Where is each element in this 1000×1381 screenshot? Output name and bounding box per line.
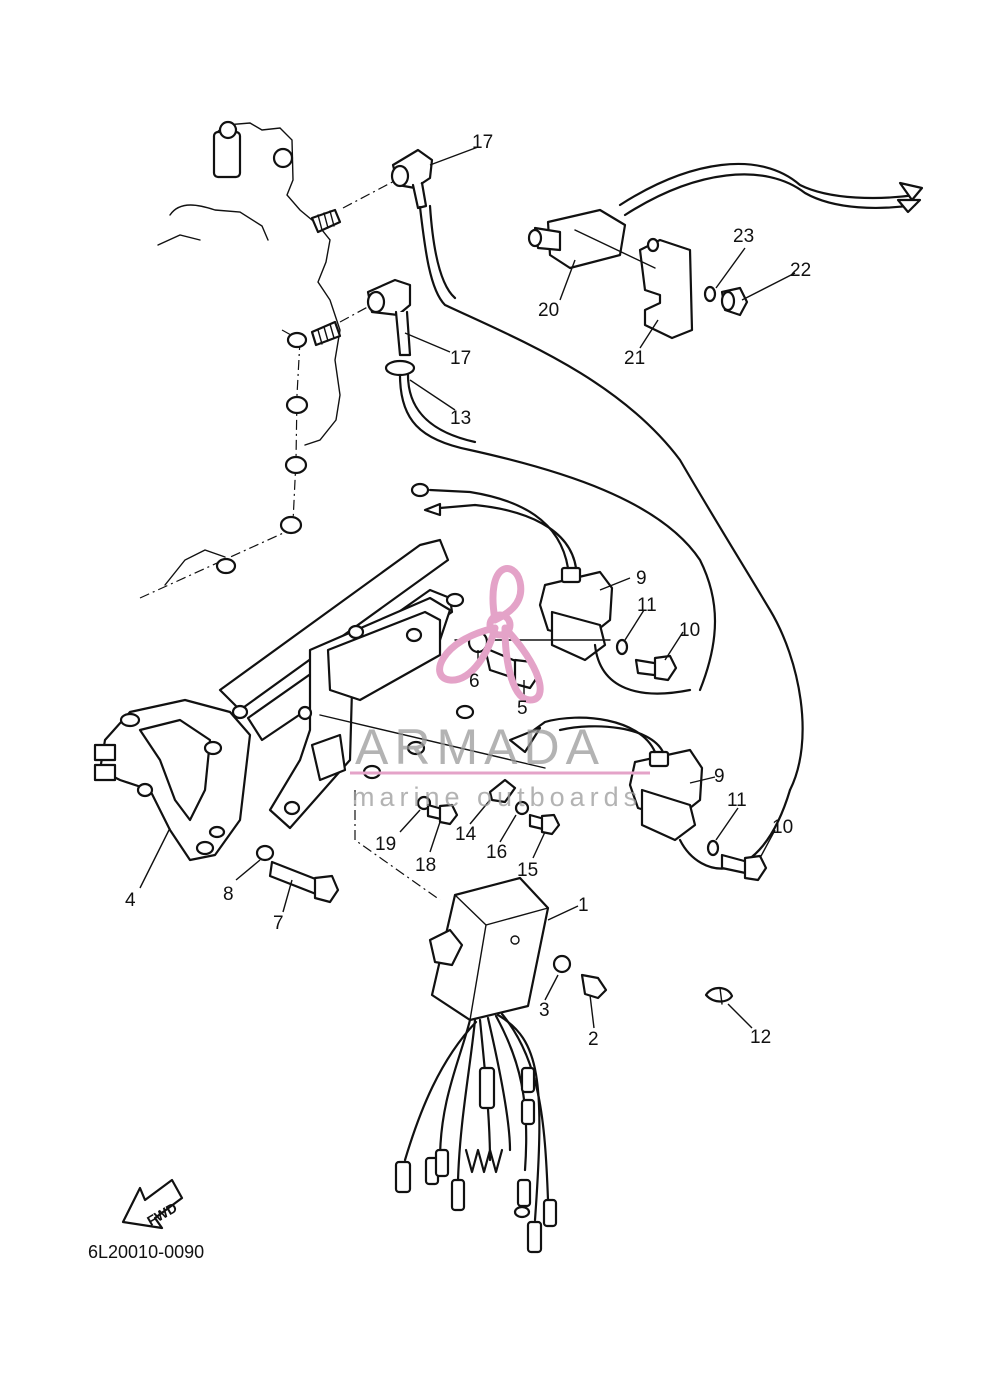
callout-5: 5 (517, 698, 528, 719)
callout-8: 8 (223, 884, 234, 905)
callout-1: 1 (578, 895, 589, 916)
callout-3: 3 (539, 1000, 550, 1021)
watermark-tagline: marine outboards (352, 782, 642, 812)
callout-4: 4 (125, 890, 136, 911)
callout-22: 22 (790, 260, 811, 281)
callout-17-upper: 17 (472, 132, 493, 153)
callout-17-lower: 17 (450, 348, 471, 369)
callout-19: 19 (375, 834, 396, 855)
callout-18: 18 (415, 855, 436, 876)
callout-14: 14 (455, 824, 477, 845)
callout-12: 12 (750, 1027, 771, 1048)
leader-lines (139, 146, 796, 1029)
ignition-bracket (93, 538, 454, 862)
callout-labels: 1 2 3 4 5 6 7 8 9 9 10 10 11 11 12 13 14… (125, 132, 811, 1050)
callout-23: 23 (733, 226, 754, 247)
ignition-coil-lower (508, 716, 792, 870)
callout-13: 13 (450, 408, 471, 429)
fwd-arrow: FWD (121, 1178, 184, 1230)
callout-11-lower: 11 (727, 790, 747, 811)
neutral-switch-assembly (527, 162, 924, 340)
callout-21: 21 (624, 348, 645, 369)
callout-7: 7 (273, 913, 284, 934)
hardware (255, 592, 768, 1005)
cdi-unit (394, 876, 558, 1254)
callout-15: 15 (517, 860, 538, 881)
watermark: ARMADA marine outboards (350, 565, 650, 812)
callout-20: 20 (538, 300, 559, 321)
callout-9-lower: 9 (714, 766, 725, 787)
watermark-brand: ARMADA (355, 719, 605, 775)
propeller-logo (436, 565, 544, 704)
callout-9-upper: 9 (636, 568, 647, 589)
callout-10-upper: 10 (679, 620, 700, 641)
spark-plug-cap-upper (342, 148, 434, 210)
diagram-code: 6L20010-0090 (88, 1242, 204, 1262)
callout-11-upper: 11 (637, 595, 657, 616)
callout-16: 16 (486, 842, 507, 863)
callout-2: 2 (588, 1029, 599, 1050)
ignition-coil-upper (410, 482, 692, 695)
spark-plug-cap-lower (339, 278, 416, 377)
callout-6: 6 (469, 671, 480, 692)
callout-10-lower: 10 (772, 817, 793, 838)
engine-block-outline (139, 120, 342, 599)
high-tension-leads (398, 204, 804, 792)
